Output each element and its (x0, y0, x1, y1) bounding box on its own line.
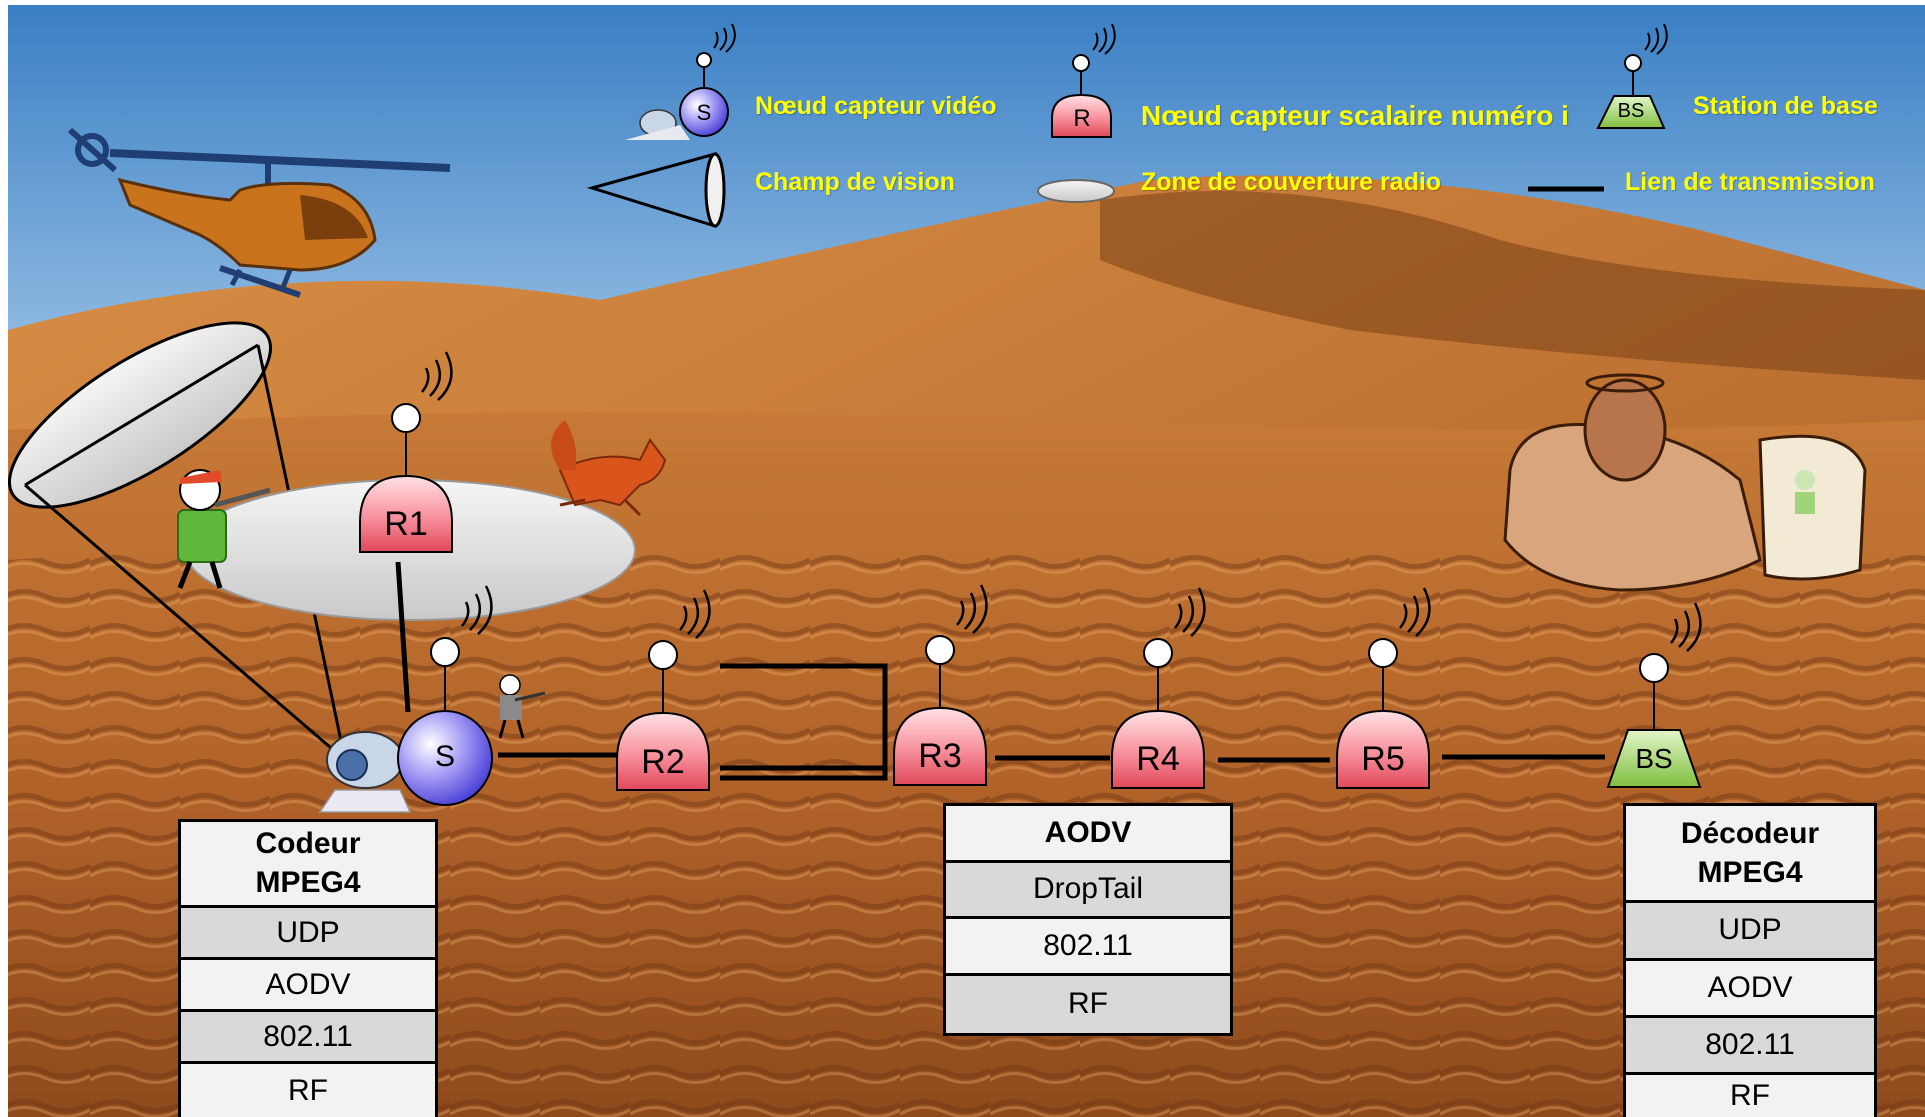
legend-video-symbol: S (696, 100, 712, 125)
sink-stack-layer-aodv: AODV (1626, 960, 1874, 1018)
field-of-view-cone (7, 321, 347, 762)
video-camera-icon (318, 731, 412, 813)
source-stack-layer-udp: UDP (181, 907, 435, 961)
node-label-r2: R2 (641, 743, 685, 781)
node-label-r4: R4 (1136, 740, 1180, 778)
sink-stack-header: Décodeur MPEG4 (1626, 806, 1874, 904)
legend-base-station-icon (1596, 23, 1668, 129)
relay-stack-layer-80211: 802.11 (946, 919, 1230, 976)
node-label-r3: R3 (918, 737, 962, 775)
legend-scalar-node-label: Nœud capteur scalaire numéro i (1141, 100, 1569, 131)
dune-shadow (1100, 191, 1925, 380)
node-s (397, 585, 493, 806)
node-r2 (616, 589, 711, 791)
legend-base-station-label: Station de base (1693, 92, 1878, 120)
relay-stack-layer-rf: RF (946, 975, 1230, 1034)
legend-video-node-icon (625, 23, 736, 140)
link-r1-s (395, 561, 411, 713)
source-stack-layer-80211: 802.11 (181, 1012, 435, 1065)
sink-stack-layer-udp: UDP (1626, 903, 1874, 961)
node-r1 (359, 351, 453, 553)
hunter-figure-icon (177, 469, 271, 589)
relay-stack-layer-droptail: DropTail (946, 862, 1230, 920)
node-label-bs: BS (1635, 743, 1673, 774)
legend-base-symbol: BS (1617, 100, 1645, 122)
legend-field-of-view-label: Champ de vision (755, 168, 956, 196)
source-stack-header: Codeur MPEG4 (181, 822, 435, 908)
node-label-r5: R5 (1361, 740, 1405, 778)
legend-radio-zone-label: Zone de couverture radio (1141, 168, 1442, 196)
legend-scalar-symbol: R (1073, 105, 1091, 132)
helicopter-icon (68, 127, 451, 298)
source-stack-layer-rf: RF (181, 1064, 435, 1117)
node-r5 (1336, 587, 1431, 789)
transmission-links (395, 561, 1605, 781)
sink-stack-layer-80211: 802.11 (1626, 1017, 1874, 1076)
node-label-r1: R1 (384, 505, 428, 543)
fox-icon (551, 420, 667, 517)
sink-stack-layer-rf: RF (1626, 1075, 1874, 1117)
source-protocol-stack: Codeur MPEG4 UDP AODV 802.11 RF (178, 819, 438, 1117)
node-bs (1606, 602, 1702, 788)
node-r3 (893, 584, 988, 786)
relay-protocol-stack: AODV DropTail 802.11 RF (943, 803, 1233, 1036)
legend-field-of-view-icon (586, 152, 726, 229)
node-label-s: S (434, 740, 455, 773)
small-hunter-icon (498, 674, 546, 739)
link-r2-r3-upper (720, 663, 888, 781)
legend-scalar-node-icon (1051, 23, 1116, 138)
source-stack-layer-aodv: AODV (181, 960, 435, 1013)
operator-at-computer-icon (1503, 373, 1867, 592)
legend-radio-zone-icon (1037, 179, 1115, 203)
node-r4 (1111, 587, 1206, 789)
legend-video-node-label: Nœud capteur vidéo (755, 92, 997, 120)
sink-protocol-stack: Décodeur MPEG4 UDP AODV 802.11 RF (1623, 803, 1877, 1117)
relay-stack-header: AODV (946, 806, 1230, 863)
legend-link-label: Lien de transmission (1625, 168, 1876, 196)
